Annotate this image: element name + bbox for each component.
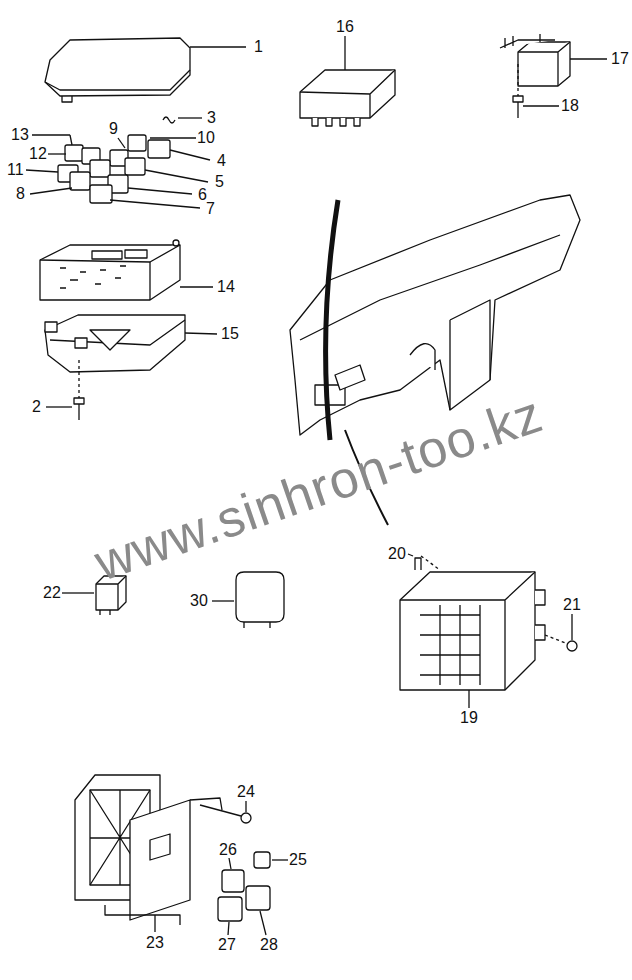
callout-number: 8 [15, 186, 26, 202]
callout-number: 20 [387, 546, 407, 562]
callout-number: 15 [220, 326, 240, 342]
fuse-box-body [40, 240, 180, 300]
callout-number: 18 [560, 98, 580, 114]
callout-number: 10 [196, 130, 216, 146]
callout-number: 1 [253, 39, 264, 55]
callout-number: 2 [31, 399, 42, 415]
relay [236, 572, 284, 628]
callout-number: 26 [218, 842, 238, 858]
callout-number: 27 [217, 937, 237, 953]
screw [74, 360, 84, 420]
callout-number: 16 [335, 19, 355, 35]
callout-number: 25 [288, 852, 308, 868]
callout-number: 17 [610, 51, 630, 67]
callout-number: 3 [206, 110, 217, 126]
relay-set [58, 117, 175, 203]
callout-number: 11 [6, 162, 25, 178]
callout-number: 14 [216, 279, 236, 295]
callout-number: 23 [145, 935, 165, 951]
callout-number: 19 [459, 710, 479, 726]
callout-number: 30 [189, 593, 209, 609]
callout-number: 5 [214, 174, 225, 190]
callout-number: 24 [236, 784, 256, 800]
callout-number: 4 [216, 153, 227, 169]
relay-set [218, 852, 270, 921]
relay-bracket [75, 775, 222, 920]
fuse-box-lid [45, 38, 190, 102]
callout-number: 7 [205, 201, 216, 217]
fuse-box-cover [45, 315, 185, 372]
callout-number: 28 [259, 937, 279, 953]
callout-number: 9 [108, 121, 119, 137]
control-module [300, 70, 395, 126]
callout-number: 21 [562, 597, 582, 613]
callout-number: 12 [28, 146, 48, 162]
junction-block [400, 558, 545, 690]
callout-number: 13 [10, 127, 30, 143]
routing-arc [326, 200, 338, 440]
screw [200, 805, 251, 823]
callout-number: 22 [42, 585, 62, 601]
